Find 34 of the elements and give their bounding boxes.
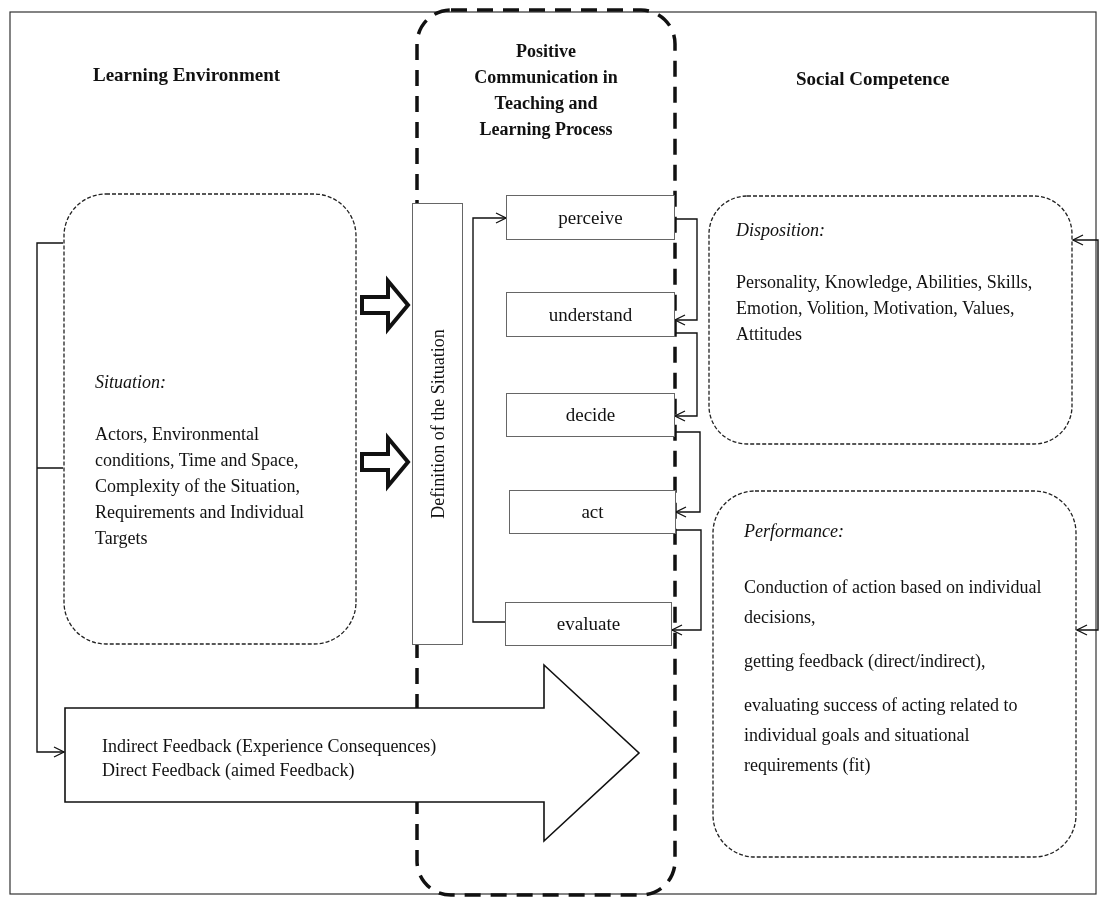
box-text: evaluating success of acting related to individual goals and situational requirements (fit)	[744, 694, 1019, 777]
step-label: perceive	[558, 206, 623, 229]
box-text: getting feedback (direct/indirect),	[744, 650, 987, 673]
arrow	[671, 529, 702, 636]
step-label: decide	[565, 404, 616, 426]
step-box	[509, 490, 676, 534]
arrow	[1072, 234, 1099, 636]
arrow	[674, 218, 698, 326]
step-label: act	[581, 501, 604, 523]
step-box	[506, 195, 675, 240]
arrow	[674, 431, 701, 518]
block-arrow	[360, 432, 411, 492]
box-heading: Performance:	[744, 520, 844, 543]
box-text: Personality, Knowledge, Abilities, Skills, Emotion, Volition, Motivation, Values, Attitudes	[736, 271, 1034, 346]
step-box	[505, 602, 672, 646]
column-heading: Positive Communication in Teaching and Learning Process	[473, 40, 619, 141]
box-text: Actors, Environmental conditions, Time and Space, Complexity of the Situation, Requirements and Individual Targets	[95, 423, 305, 550]
arrow-text: Indirect Feedback (Experience Consequences)	[102, 735, 437, 758]
block-arrow	[360, 275, 411, 335]
box-heading: Disposition:	[736, 219, 825, 242]
step-box	[506, 393, 675, 437]
box-heading: Situation:	[95, 371, 166, 394]
arrow-text: Direct Feedback (aimed Feedback)	[102, 759, 355, 782]
box-text: Definition of the Situation	[427, 329, 448, 519]
section-heading: Learning Environment	[93, 64, 281, 86]
box-text: Conduction of action based on individual decisions,	[744, 576, 1043, 629]
step-label: understand	[548, 303, 633, 326]
arrow	[472, 212, 507, 623]
definition-box	[412, 203, 463, 645]
arrow	[674, 332, 698, 422]
arrow	[36, 242, 65, 758]
step-box	[506, 292, 675, 337]
section-heading: Social Competence	[796, 68, 950, 90]
step-label: evaluate	[556, 613, 621, 635]
